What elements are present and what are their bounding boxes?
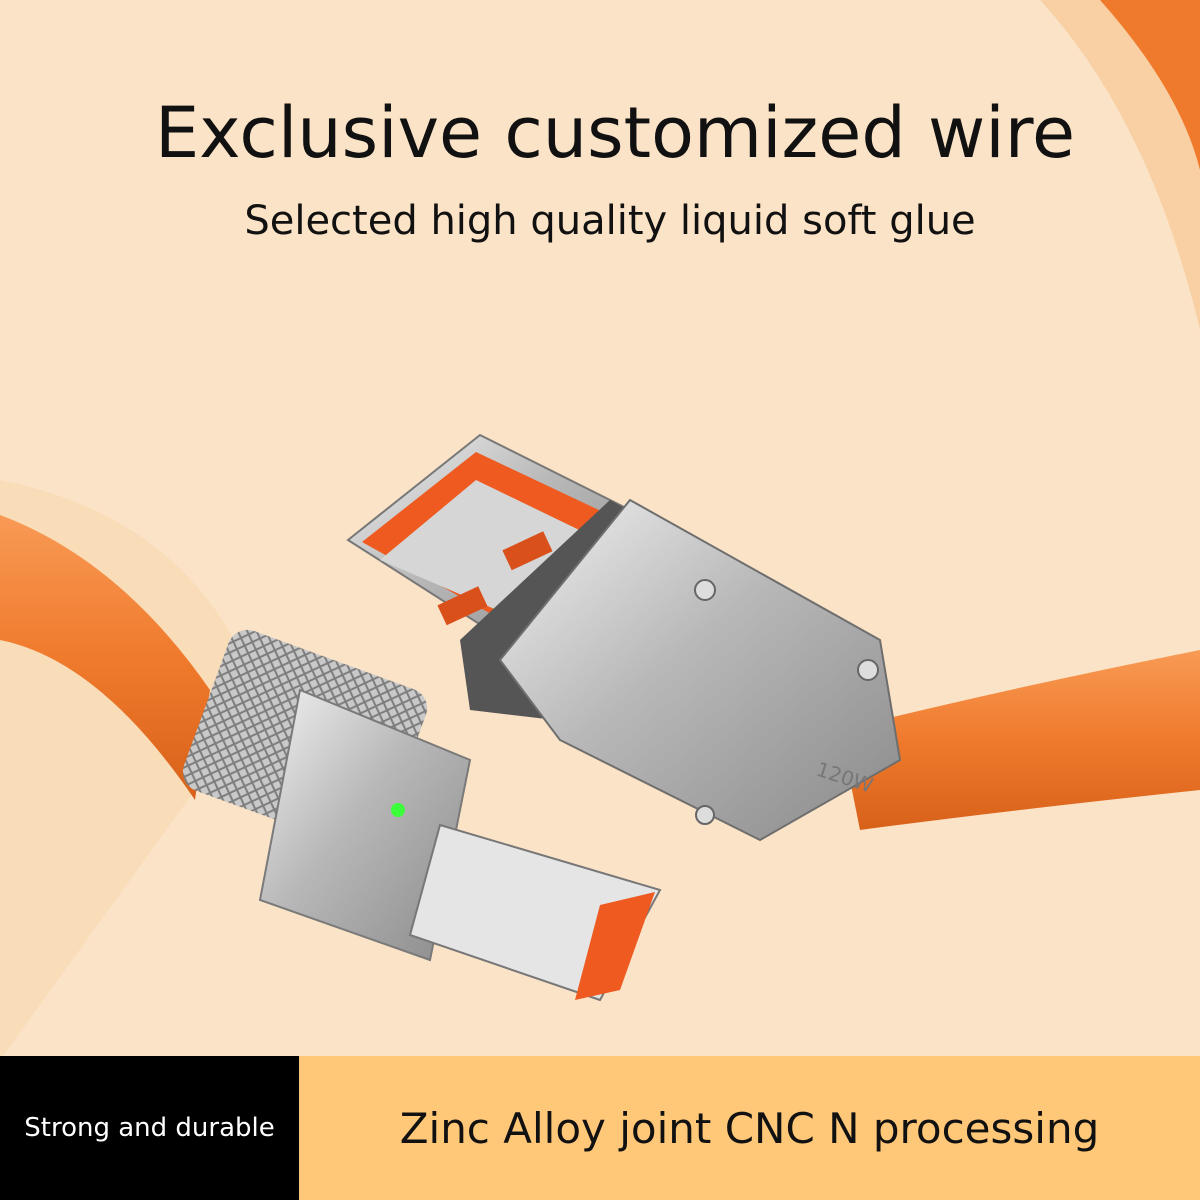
- footer-bar: Strong and durable Zinc Alloy joint CNC …: [0, 1056, 1200, 1200]
- led-indicator: [391, 803, 405, 817]
- cable-segment-top-right: [1100, 0, 1200, 170]
- usb-a-connector: 120W: [346, 433, 902, 842]
- page-subtitle: Selected high quality liquid soft glue: [244, 198, 976, 244]
- usb-c-connector: [182, 629, 662, 1002]
- cable-product-illustration: 120W: [0, 433, 1200, 1002]
- cable-left: [0, 515, 210, 800]
- footer-left-label: Strong and durable: [0, 1056, 299, 1200]
- cable-right: [840, 650, 1200, 830]
- footer-right-label: Zinc Alloy joint CNC N processing: [299, 1056, 1200, 1200]
- page-title: Exclusive customized wire: [154, 92, 1076, 174]
